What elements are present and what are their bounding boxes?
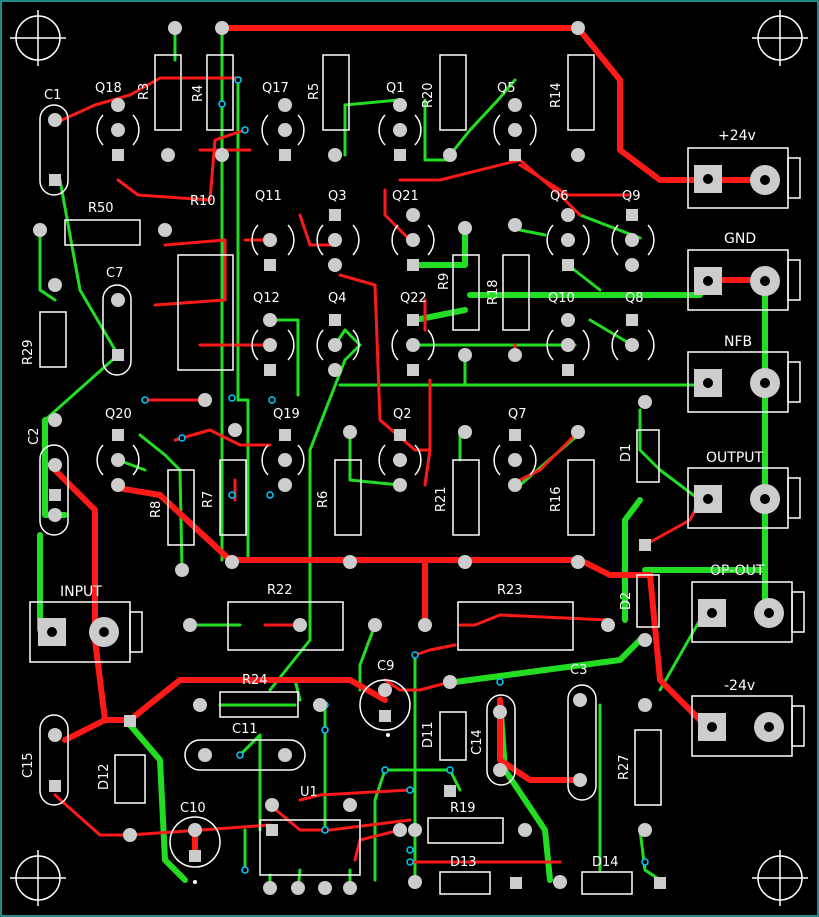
connector-op-out-label: OP-OUT [710, 563, 765, 579]
label-q20: Q20 [105, 407, 132, 422]
label-r27: R27 [617, 754, 632, 780]
label-q4: Q4 [328, 291, 347, 306]
label-q8: Q8 [625, 291, 644, 306]
label-q18: Q18 [95, 81, 122, 96]
label-q5: Q5 [497, 81, 516, 96]
label-r3: R3 [137, 83, 152, 100]
connector-plus24-label: +24v [718, 128, 756, 144]
label-r50: R50 [88, 201, 114, 216]
label-c15: C15 [21, 752, 36, 778]
label-r20: R20 [421, 82, 436, 108]
label-d14: D14 [592, 855, 619, 870]
label-q21: Q21 [392, 189, 419, 204]
label-r5: R5 [307, 83, 322, 100]
label-r29: R29 [21, 339, 36, 365]
label-u1: U1 [300, 785, 318, 800]
label-r22: R22 [267, 583, 293, 598]
label-q10: Q10 [548, 291, 575, 306]
label-r9: R9 [437, 273, 452, 290]
connector-output-label: OUTPUT [706, 450, 764, 466]
square-pads [38, 149, 726, 889]
label-d13: D13 [450, 855, 477, 870]
label-r16: R16 [549, 486, 564, 512]
label-q3: Q3 [328, 189, 347, 204]
label-r24: R24 [242, 673, 268, 688]
label-q12: Q12 [253, 291, 280, 306]
connector-minus24-label: -24v [724, 678, 755, 694]
label-c2: C2 [27, 428, 42, 445]
label-r21: R21 [434, 486, 449, 512]
label-r10: R10 [190, 194, 216, 209]
label-d2: D2 [619, 592, 634, 610]
label-d12: D12 [97, 763, 112, 790]
label-q17: Q17 [262, 81, 289, 96]
label-r4: R4 [191, 85, 206, 102]
label-q19: Q19 [273, 407, 300, 422]
label-r14: R14 [549, 82, 564, 108]
label-d11: D11 [421, 721, 436, 748]
label-r23: R23 [497, 583, 523, 598]
bottom-traces [37, 26, 768, 892]
label-c1: C1 [44, 88, 61, 103]
designators: C1 Q18 R3 R4 Q17 R5 Q1 R20 Q5 R14 R10 Q1… [21, 81, 644, 870]
label-q1: Q1 [386, 81, 405, 96]
label-q2: Q2 [393, 407, 412, 422]
label-c11: C11 [232, 722, 258, 737]
transistor-outlines [96, 114, 655, 476]
label-d1: D1 [619, 444, 634, 462]
label-r8: R8 [149, 501, 164, 518]
label-r18: R18 [486, 279, 501, 305]
connector-holes [47, 174, 774, 732]
label-c10: C10 [180, 801, 206, 816]
silkscreen-outlines [29, 54, 805, 895]
label-r6: R6 [316, 491, 331, 508]
label-q7: Q7 [508, 407, 527, 422]
label-r7: R7 [201, 491, 216, 508]
connector-nfb-label: NFB [724, 334, 752, 350]
mounting-holes [10, 10, 808, 906]
top-traces [52, 25, 768, 864]
label-q11: Q11 [255, 189, 282, 204]
label-c3: C3 [570, 663, 587, 678]
label-q6: Q6 [550, 189, 569, 204]
connector-labels: +24v GND NFB OUTPUT OP-OUT -24v INPUT [60, 128, 765, 694]
label-r19: R19 [450, 801, 476, 816]
connector-gnd-label: GND [724, 231, 756, 247]
round-pads [33, 21, 652, 895]
polarity-marks [193, 733, 390, 884]
label-c7: C7 [106, 266, 123, 281]
label-q9: Q9 [622, 189, 641, 204]
label-q22: Q22 [400, 291, 427, 306]
label-c9: C9 [377, 659, 394, 674]
label-c14: C14 [470, 729, 485, 755]
connector-input-label: INPUT [60, 584, 102, 600]
